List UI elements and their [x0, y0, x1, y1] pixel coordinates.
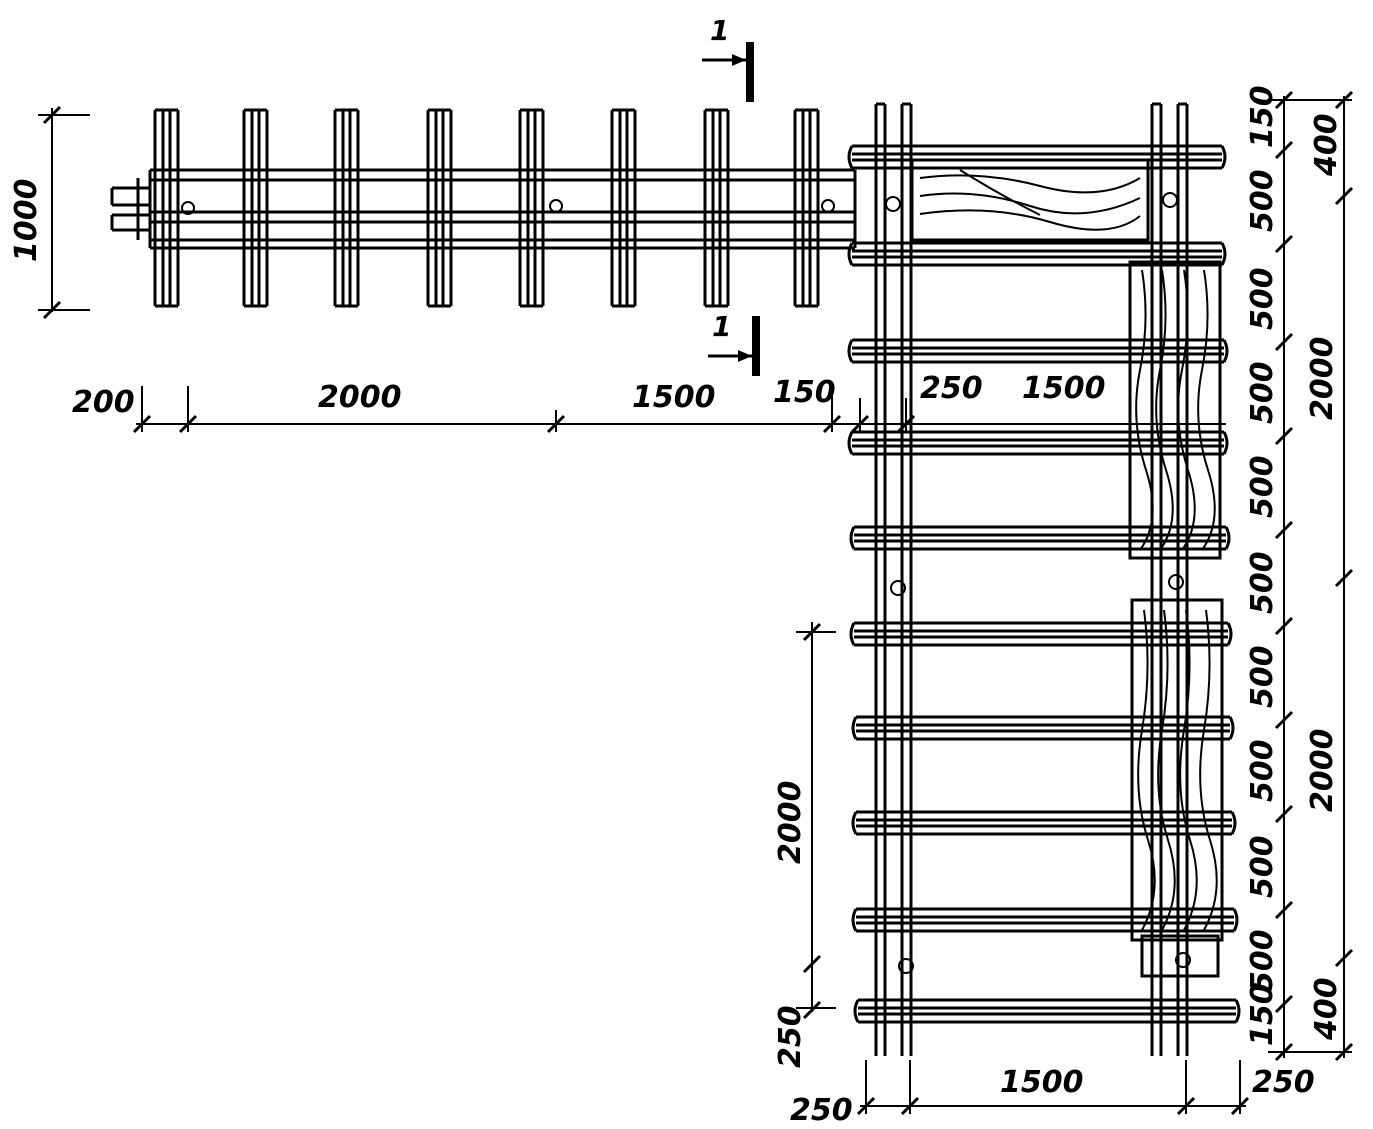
dim-right-500-6: 500: [1245, 645, 1280, 708]
dim-bottom-1500: 1500: [1000, 1065, 1084, 1100]
dim-right-400-top: 400: [1309, 113, 1344, 177]
dim-right-top-1500: 1500: [1022, 371, 1106, 406]
dim-right-top-250: 250: [920, 371, 983, 406]
dim-right-500-5: 500: [1245, 551, 1280, 614]
section-label-bottom: 1: [712, 310, 731, 343]
dim-right-500-1: 500: [1245, 169, 1280, 232]
section-mark: 1 1: [702, 14, 760, 376]
top-frame-bars: [153, 108, 820, 308]
dim-right-400-bottom: 400: [1309, 977, 1344, 1041]
section-label-top: 1: [710, 14, 729, 47]
dim-right-500-4: 500: [1245, 455, 1280, 518]
dim-right-500-7: 500: [1245, 739, 1280, 802]
top-frame: [110, 108, 857, 308]
right-frame-bars: [847, 144, 1241, 1024]
dim-right-150-bottom: 150: [1245, 983, 1280, 1046]
right-frame-dimensions: 250 1500 150 500 500 500 500 500 500 500…: [773, 85, 1354, 1128]
dim-bottom-250-right: 250: [1252, 1065, 1315, 1100]
dim-top-150: 150: [773, 375, 836, 410]
dim-right-150-top: 150: [1245, 85, 1280, 148]
dim-right-left-2000: 2000: [773, 781, 808, 865]
top-frame-dimensions: 1000 200 2000 1500 150: [9, 105, 860, 434]
dim-right-500-8: 500: [1245, 835, 1280, 898]
dim-right-500-2: 500: [1245, 267, 1280, 330]
dim-right-500-9: 500: [1245, 929, 1280, 992]
timber-panels: [910, 158, 1224, 978]
dim-bottom-250-left: 250: [790, 1093, 853, 1128]
dim-right-2000-bottom: 2000: [1305, 729, 1340, 813]
dim-right-left-250: 250: [773, 1005, 808, 1068]
dim-right-500-3: 500: [1245, 361, 1280, 424]
dim-right-2000-top: 2000: [1305, 337, 1340, 421]
dim-top-200: 200: [72, 385, 135, 420]
right-frame: [847, 102, 1241, 1056]
dim-top-2000: 2000: [318, 380, 402, 415]
dim-top-1500: 1500: [632, 380, 716, 415]
dim-top-frame-height: 1000: [9, 179, 44, 263]
